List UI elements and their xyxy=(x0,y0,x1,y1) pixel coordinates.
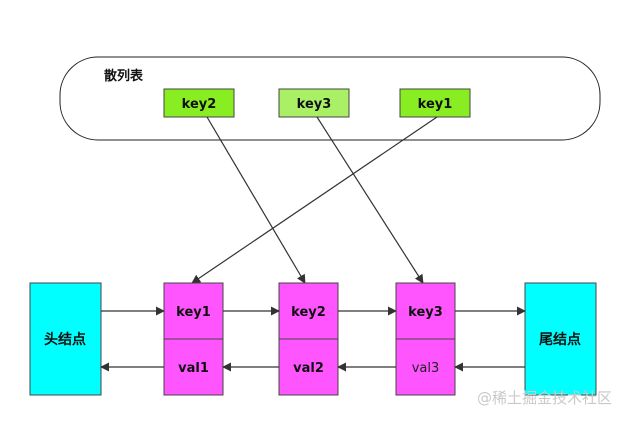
hash-key-label-key3: key3 xyxy=(297,97,332,112)
tail-node xyxy=(524,282,597,396)
node-key1-key: key1 xyxy=(176,305,211,320)
hash-key-box-key3 xyxy=(278,88,350,118)
hash-key-label-key1: key1 xyxy=(418,97,453,112)
hash-pointer-key3 xyxy=(316,116,424,284)
node-key1-val-cell xyxy=(163,338,224,396)
node-key1-val: val1 xyxy=(178,361,209,376)
hash-key-box-key1 xyxy=(399,88,471,118)
node-key3-key-cell xyxy=(395,282,456,340)
head-node-label: 头结点 xyxy=(44,331,86,348)
node-key3-val: val3 xyxy=(412,361,440,376)
node-key2-key: key2 xyxy=(291,305,326,320)
node-key3-key: key3 xyxy=(408,305,443,320)
head-node xyxy=(29,282,102,396)
hash-pointer-key2 xyxy=(206,116,306,284)
node-key2-val: val2 xyxy=(293,361,324,376)
hash-key-label-key2: key2 xyxy=(182,97,217,112)
tail-node-label: 尾结点 xyxy=(539,331,581,348)
watermark: @稀土掘金技术社区 xyxy=(477,389,612,407)
hash-key-box-key2 xyxy=(163,88,235,118)
node-key3-val-cell xyxy=(395,338,456,396)
hash-table-label: 散列表 xyxy=(104,68,144,84)
node-key2-val-cell xyxy=(278,338,339,396)
hash-pointer-key1 xyxy=(191,116,438,284)
